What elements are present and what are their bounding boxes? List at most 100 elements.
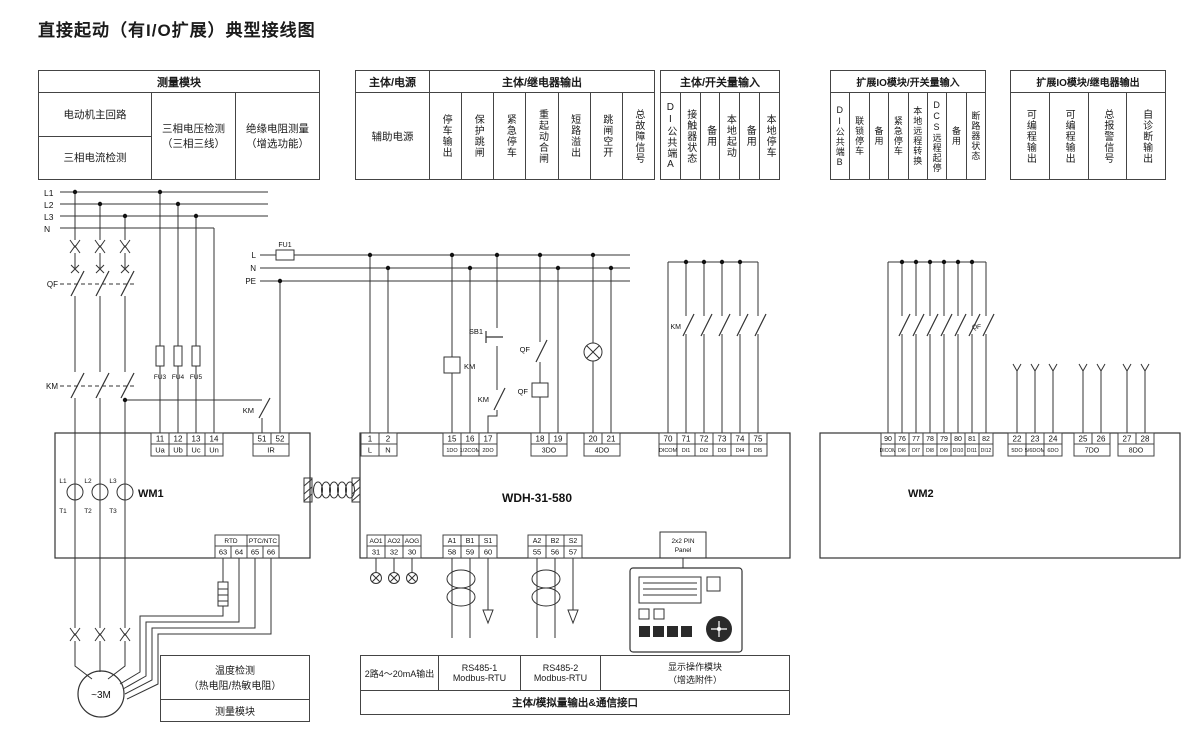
svg-text:B2: B2: [551, 538, 560, 545]
ct-icon: [66, 483, 84, 501]
svg-text:Ua: Ua: [155, 446, 165, 455]
comm-table: 2路4～20mA输出 RS485-1 Modbus-RTU RS485-2 Mo…: [360, 655, 790, 715]
rs485-wiring: [446, 558, 579, 638]
qf-label: QF: [47, 280, 58, 289]
cell: 三相电压检测 （三相三线）: [152, 93, 236, 179]
hmi-panel: [629, 567, 743, 653]
svg-text:12: 12: [174, 434, 183, 443]
svg-text:19: 19: [554, 434, 563, 443]
col-label: DI公共端A: [661, 93, 681, 179]
svg-text:73: 73: [718, 434, 727, 443]
di-ext-table: 扩展IO模块/开关量输入 DI公共端B 联锁停车 备用 紧急停车 本地远程转换 …: [830, 70, 986, 180]
svg-text:59: 59: [466, 548, 474, 557]
table-header: 扩展IO模块/继电器输出: [1011, 71, 1165, 93]
qf-di-label: QF: [972, 324, 981, 331]
rail-label-n: N: [44, 224, 50, 234]
rail-label-l3: L3: [44, 212, 54, 222]
svg-text:DI3: DI3: [718, 448, 727, 454]
svg-text:B1: B1: [466, 538, 475, 545]
aux-power-table: 主体/电源 辅助电源: [355, 70, 430, 180]
power-rails: L1 L2 L3 N: [44, 188, 268, 234]
svg-text:3DO: 3DO: [542, 447, 557, 454]
svg-text:A2: A2: [533, 538, 542, 545]
svg-text:51: 51: [258, 434, 267, 443]
svg-text:DI11: DI11: [967, 448, 977, 454]
col-label: 备用: [947, 93, 967, 179]
svg-text:1DO: 1DO: [446, 448, 458, 454]
do-ext-table: 扩展IO模块/继电器输出 可编程输出 可编程输出 总报警信号 自诊断输出: [1010, 70, 1166, 180]
svg-text:15: 15: [448, 434, 457, 443]
measure-module-table: 测量模块 电动机主回路 三相电流检测 三相电压检测 （三相三线） 绝缘电阻测量 …: [38, 70, 320, 180]
fuse-fu4-icon: [173, 345, 183, 367]
sb1-label: SB1: [469, 327, 483, 336]
n-label: N: [250, 264, 256, 273]
motor: ~3M: [77, 670, 125, 718]
svg-text:11: 11: [156, 434, 165, 443]
cell: RS485-2 Modbus-RTU: [521, 656, 601, 690]
col-label: 本地起动: [720, 93, 741, 179]
km-coil-label: KM: [464, 362, 475, 371]
measure-col-1: 电动机主回路 三相电流检测: [39, 93, 152, 179]
svg-text:58: 58: [448, 548, 456, 557]
breaker-qf: QF: [47, 264, 136, 297]
svg-text:1: 1: [368, 434, 373, 443]
drawout-connector-icon: [69, 239, 131, 254]
svg-text:13: 13: [192, 434, 201, 443]
svg-text:IR: IR: [267, 446, 275, 455]
control-supply: FU1 L N PE: [245, 242, 630, 286]
km-label: KM: [46, 382, 58, 391]
cell: 绝缘电阻测量 （增选功能）: [246, 123, 309, 150]
km-aux-contact-icon: [493, 387, 506, 411]
svg-text:18: 18: [536, 434, 545, 443]
svg-text:25: 25: [1079, 434, 1088, 443]
svg-text:RTD: RTD: [224, 538, 238, 545]
svg-text:2DO: 2DO: [482, 448, 494, 454]
svg-text:66: 66: [267, 548, 275, 557]
fuse-fu5-icon: [191, 345, 201, 367]
svg-text:DI2: DI2: [700, 448, 709, 454]
button-icon: [667, 626, 678, 637]
km-ir-label: KM: [243, 406, 254, 415]
ct-l2-label: L2: [84, 478, 92, 485]
ct-icon: [91, 483, 109, 501]
svg-text:PTC/NTC: PTC/NTC: [249, 538, 277, 545]
svg-text:71: 71: [682, 434, 691, 443]
svg-text:L: L: [368, 446, 372, 455]
col-label: 本地远程转换: [909, 93, 928, 179]
km-di-label: KM: [671, 324, 682, 331]
svg-text:20: 20: [589, 434, 598, 443]
display-module: 2x2 PIN Panel: [629, 531, 743, 653]
qf-aux-contact-icon: [535, 339, 548, 363]
di-contact-icons: [682, 313, 767, 337]
svg-text:8DO: 8DO: [1129, 447, 1144, 454]
svg-text:DICOM: DICOM: [659, 448, 678, 454]
svg-text:DI9: DI9: [940, 448, 948, 454]
svg-text:4DO: 4DO: [595, 447, 610, 454]
svg-text:DI6: DI6: [898, 448, 906, 454]
svg-text:90: 90: [884, 436, 892, 443]
cell: 温度检测 （热电阻/热敏电阻）: [161, 656, 309, 700]
drawout-connector-icon: [69, 627, 131, 642]
ct-l3-label: L3: [109, 478, 117, 485]
svg-text:AO2: AO2: [387, 538, 400, 545]
svg-text:5DO: 5DO: [1011, 448, 1023, 454]
svg-text:52: 52: [276, 434, 285, 443]
cell: 2路4～20mA输出: [361, 656, 439, 690]
fuse-fu3-icon: [155, 345, 165, 367]
cell: RS485-1 Modbus-RTU: [439, 656, 521, 690]
fuse-fu1-icon: [275, 249, 295, 261]
pin-label-1: 2x2 PIN: [671, 538, 694, 545]
l-label: L: [252, 251, 257, 260]
col-label: 可编程输出: [1050, 93, 1089, 179]
svg-text:Uc: Uc: [191, 446, 200, 455]
ct-icon: [116, 483, 134, 501]
fu4-label: FU4: [172, 374, 185, 381]
svg-text:23: 23: [1031, 434, 1040, 443]
col-label: 紧急停车: [494, 93, 527, 179]
col-label: 联锁停车: [850, 93, 870, 179]
svg-text:77: 77: [912, 436, 920, 443]
qf-coil-label: QF: [518, 387, 529, 396]
svg-text:S2: S2: [569, 538, 578, 545]
